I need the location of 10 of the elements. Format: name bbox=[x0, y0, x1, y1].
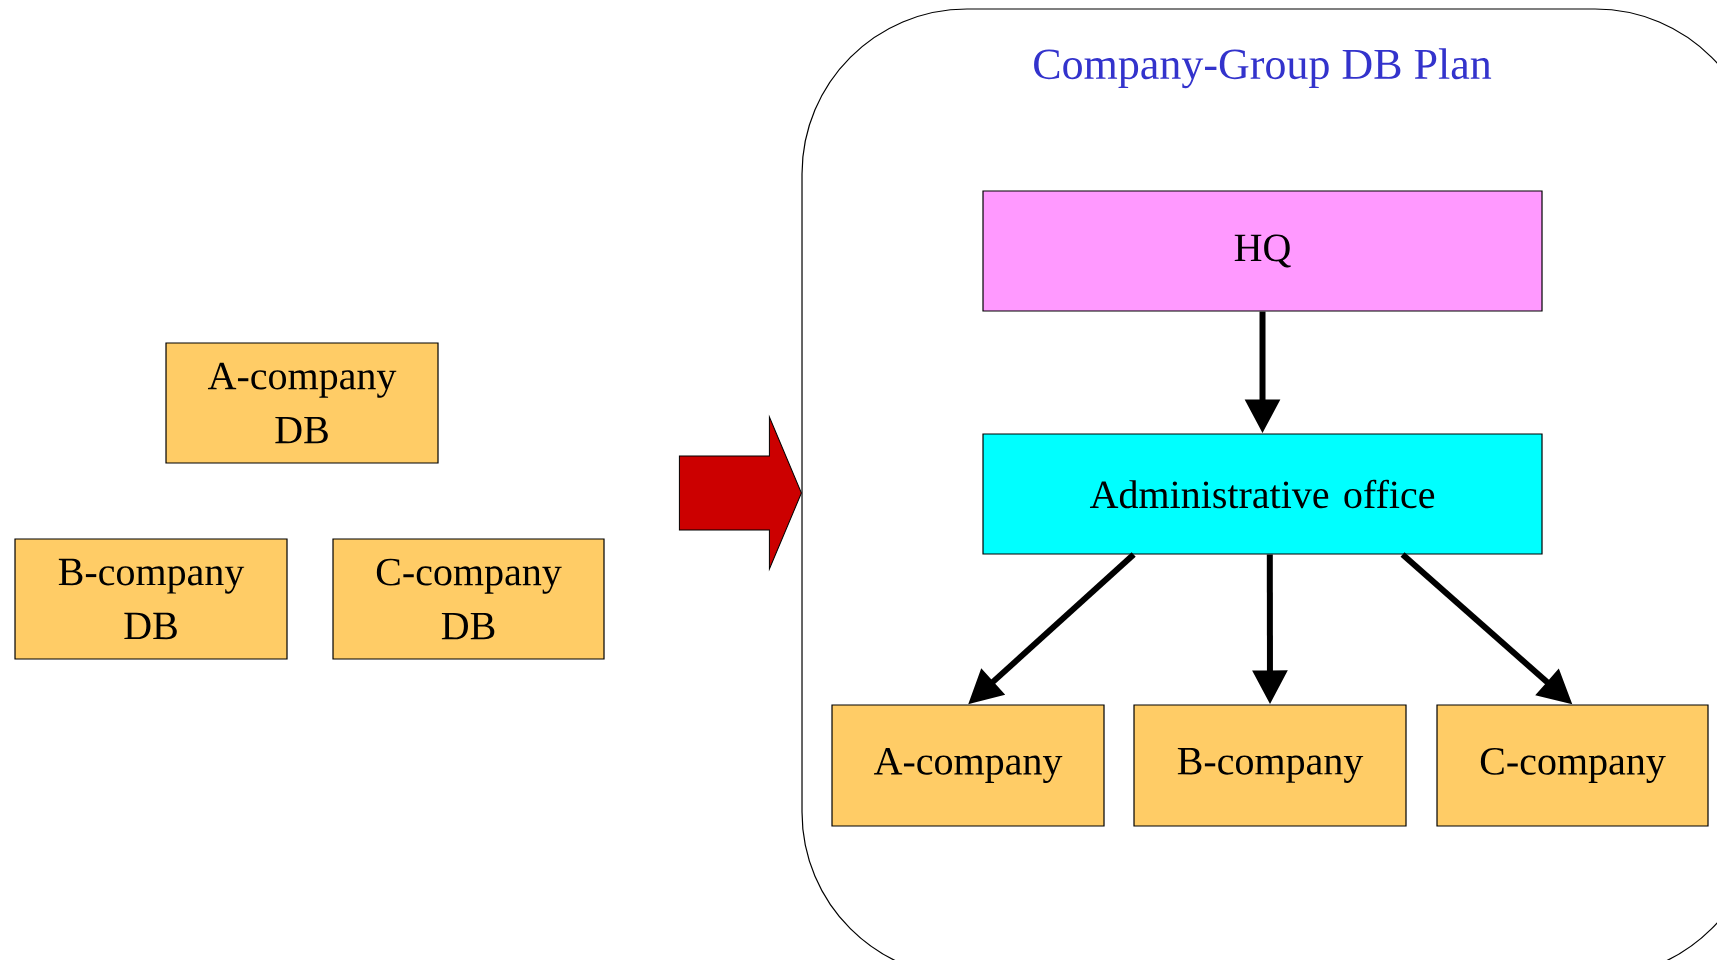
org-unit-box: HQ bbox=[982, 190, 1543, 312]
database-box: A-company DB bbox=[165, 342, 439, 464]
database-box: C-company DB bbox=[332, 538, 605, 660]
org-unit-box: B-company bbox=[1133, 704, 1407, 827]
org-unit-box: Administrative office bbox=[982, 433, 1543, 555]
block-arrow bbox=[678, 416, 802, 570]
org-unit-box: C-company bbox=[1436, 704, 1709, 827]
org-unit-box: A-company bbox=[831, 704, 1105, 827]
database-box: B-company DB bbox=[14, 538, 288, 660]
panel-title: Company-Group DB Plan bbox=[1034, 48, 1492, 89]
